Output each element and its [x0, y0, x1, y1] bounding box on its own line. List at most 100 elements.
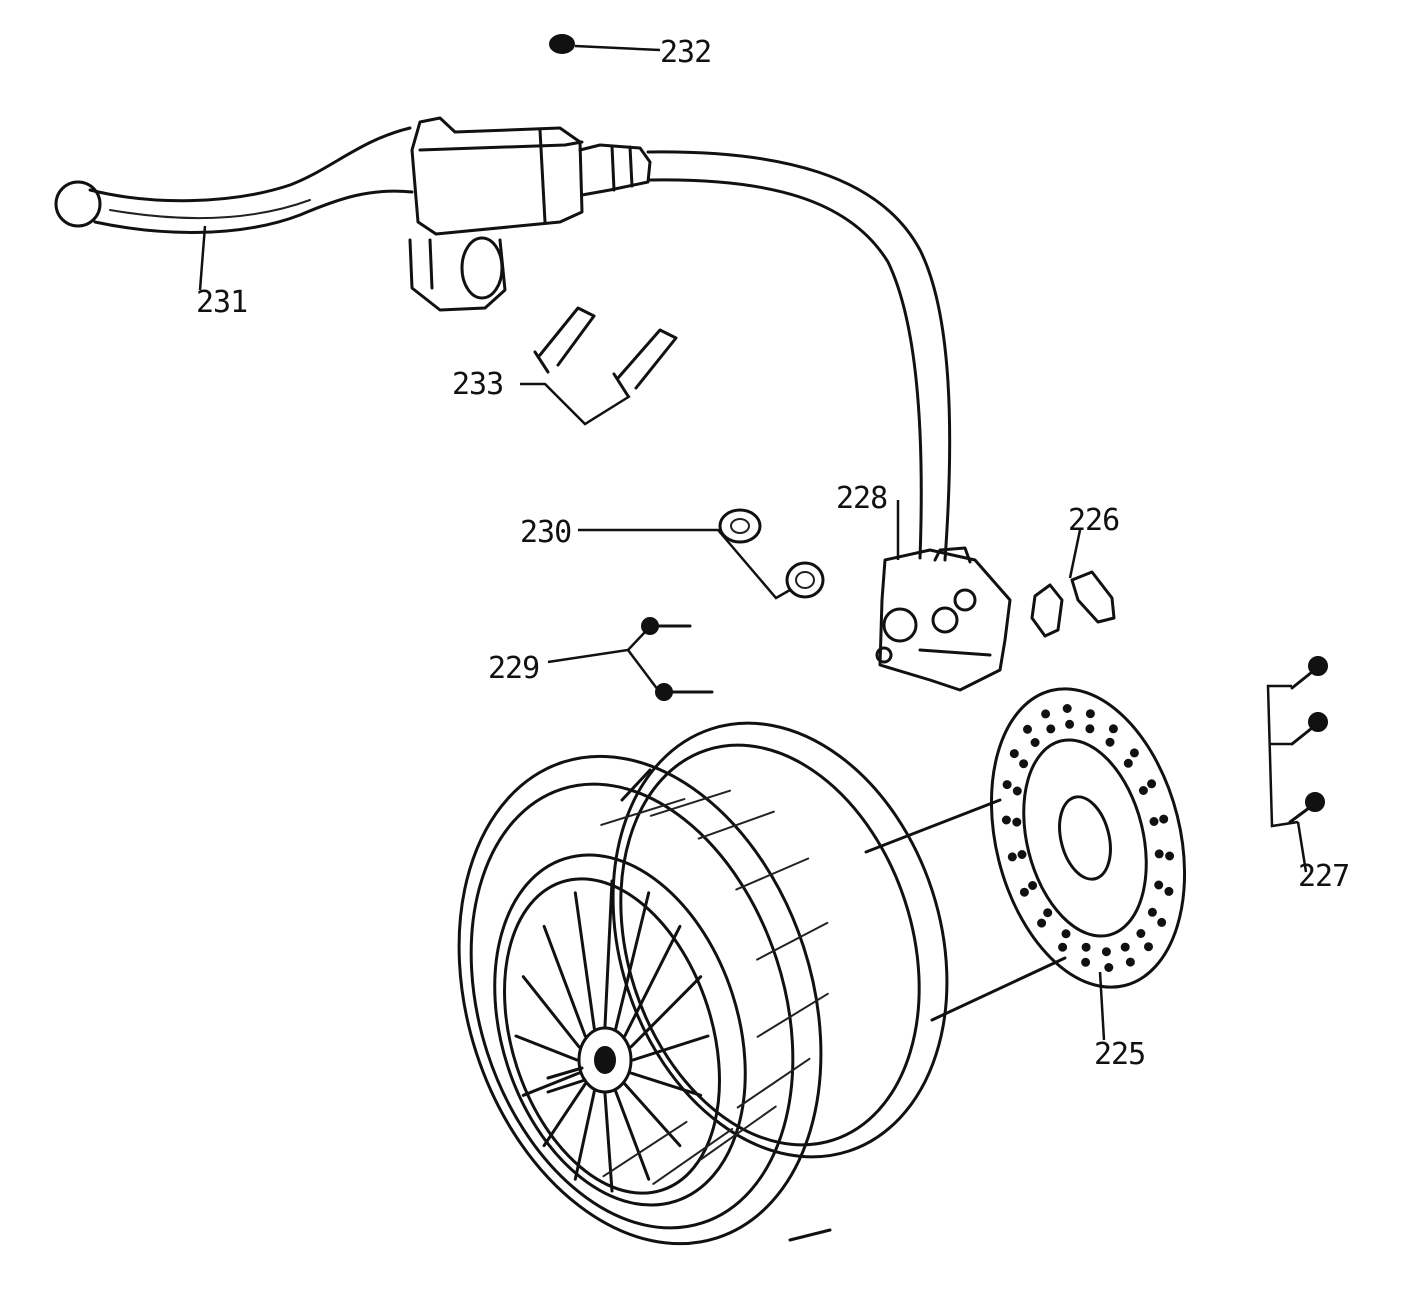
disc-holes [1001, 704, 1175, 972]
disc-hole [1157, 917, 1167, 927]
wheel-spoke [603, 1092, 614, 1193]
drum-rib [697, 810, 775, 840]
wheel-spoke [623, 924, 682, 1038]
wheel [457, 721, 949, 1246]
drum-rib [699, 1105, 777, 1161]
part-226-pads [1030, 570, 1116, 638]
wheel-spoke [521, 975, 581, 1049]
disc-hole [1136, 929, 1146, 938]
disc-hole [1012, 817, 1022, 827]
wheel-spoke [614, 1089, 651, 1181]
leader-227 [1266, 684, 1299, 828]
disc-hole [1120, 942, 1130, 952]
wheel-spoke [573, 891, 596, 1031]
disc-hole [1147, 907, 1157, 917]
disc-hole [1001, 815, 1011, 825]
drum-rib [649, 789, 731, 817]
label-230: 230 [520, 515, 571, 550]
disc-hole [1062, 704, 1072, 713]
disc-hole [1123, 758, 1133, 768]
part-233-bolts [533, 306, 678, 398]
leader-232 [574, 44, 661, 52]
disc-hole [1129, 748, 1139, 758]
disc-hole [1017, 850, 1027, 859]
label-225: 225 [1094, 1037, 1145, 1072]
part-232-cap [549, 34, 575, 54]
disc-hole [1081, 942, 1091, 952]
disc-hole [1023, 724, 1032, 734]
drum-rib [736, 1057, 811, 1109]
disc-hole [1149, 817, 1159, 826]
label-226: 226 [1068, 503, 1119, 538]
wheel-spoke [623, 1082, 682, 1148]
disc-hole [1028, 881, 1038, 890]
label-227: 227 [1298, 859, 1349, 894]
wheel-spoke [631, 1034, 710, 1062]
disc-hole [1104, 963, 1114, 972]
disc-hole [1159, 814, 1169, 824]
disc-hole [1058, 942, 1068, 952]
drum-rib [756, 992, 829, 1038]
drum-rib [600, 798, 686, 826]
disc-hole [1125, 957, 1135, 967]
label-229: 229 [488, 651, 539, 686]
disc-hole [1046, 724, 1056, 734]
part-227-bolts [1288, 656, 1328, 824]
wheel-spokes [514, 879, 710, 1193]
part-225-brake-disc [989, 687, 1187, 989]
part-230-washers [718, 508, 825, 599]
disc-hole [1037, 918, 1047, 928]
brake-hose [646, 150, 952, 562]
disc-hole [1154, 880, 1164, 890]
part-228-caliper [875, 546, 1012, 692]
disc-hole [1030, 738, 1040, 747]
wheel-spoke [542, 924, 587, 1038]
disc-hole [1043, 908, 1053, 918]
leader-233 [520, 382, 631, 426]
disc-hole [1085, 724, 1095, 734]
disc-link-top [864, 798, 1002, 854]
drum-ribs [600, 789, 829, 1185]
master-cylinder [408, 116, 652, 312]
disc-hole [1041, 709, 1051, 719]
disc-hole [1009, 749, 1019, 759]
part-231-brake-lever [54, 126, 414, 234]
wheel-spoke [629, 1071, 703, 1097]
leader-230 [578, 528, 791, 600]
disc-hole [1101, 947, 1111, 957]
disc-hole [1147, 779, 1157, 789]
disc-hole [1019, 887, 1029, 897]
disc-hole [1002, 780, 1012, 790]
disc-hole [1085, 709, 1095, 719]
wheel-spoke [521, 1071, 581, 1097]
leader-231 [198, 225, 207, 291]
disc-hole [1061, 929, 1071, 939]
leader-229 [547, 631, 659, 691]
wheel-spoke [603, 879, 614, 1028]
drum-rib [602, 1120, 688, 1178]
disc-hole [1065, 719, 1075, 729]
wheel-spoke [629, 975, 703, 1049]
disc-hole [1007, 852, 1017, 862]
disc-hole [1165, 851, 1175, 861]
drum-rib [652, 1128, 734, 1185]
leader-225 [1098, 971, 1106, 1041]
disc-hole [1108, 724, 1118, 734]
wheel-spoke [542, 1082, 587, 1148]
label-228: 228 [836, 481, 887, 516]
disc-hole [1164, 886, 1174, 896]
label-231: 231 [196, 285, 247, 320]
disc-hole [1138, 786, 1148, 795]
wheel-spoke [573, 1089, 596, 1181]
disc-hole [1012, 786, 1022, 796]
leader-227b [1296, 821, 1308, 873]
disc-hole [1081, 957, 1091, 967]
leader-226 [1068, 529, 1082, 579]
disc-link-bottom [930, 956, 1067, 1022]
label-233: 233 [452, 367, 503, 402]
label-232: 232 [660, 35, 711, 70]
disc-hole [1154, 849, 1164, 859]
wheel-spoke [614, 891, 651, 1031]
disc-hole [1144, 942, 1153, 952]
